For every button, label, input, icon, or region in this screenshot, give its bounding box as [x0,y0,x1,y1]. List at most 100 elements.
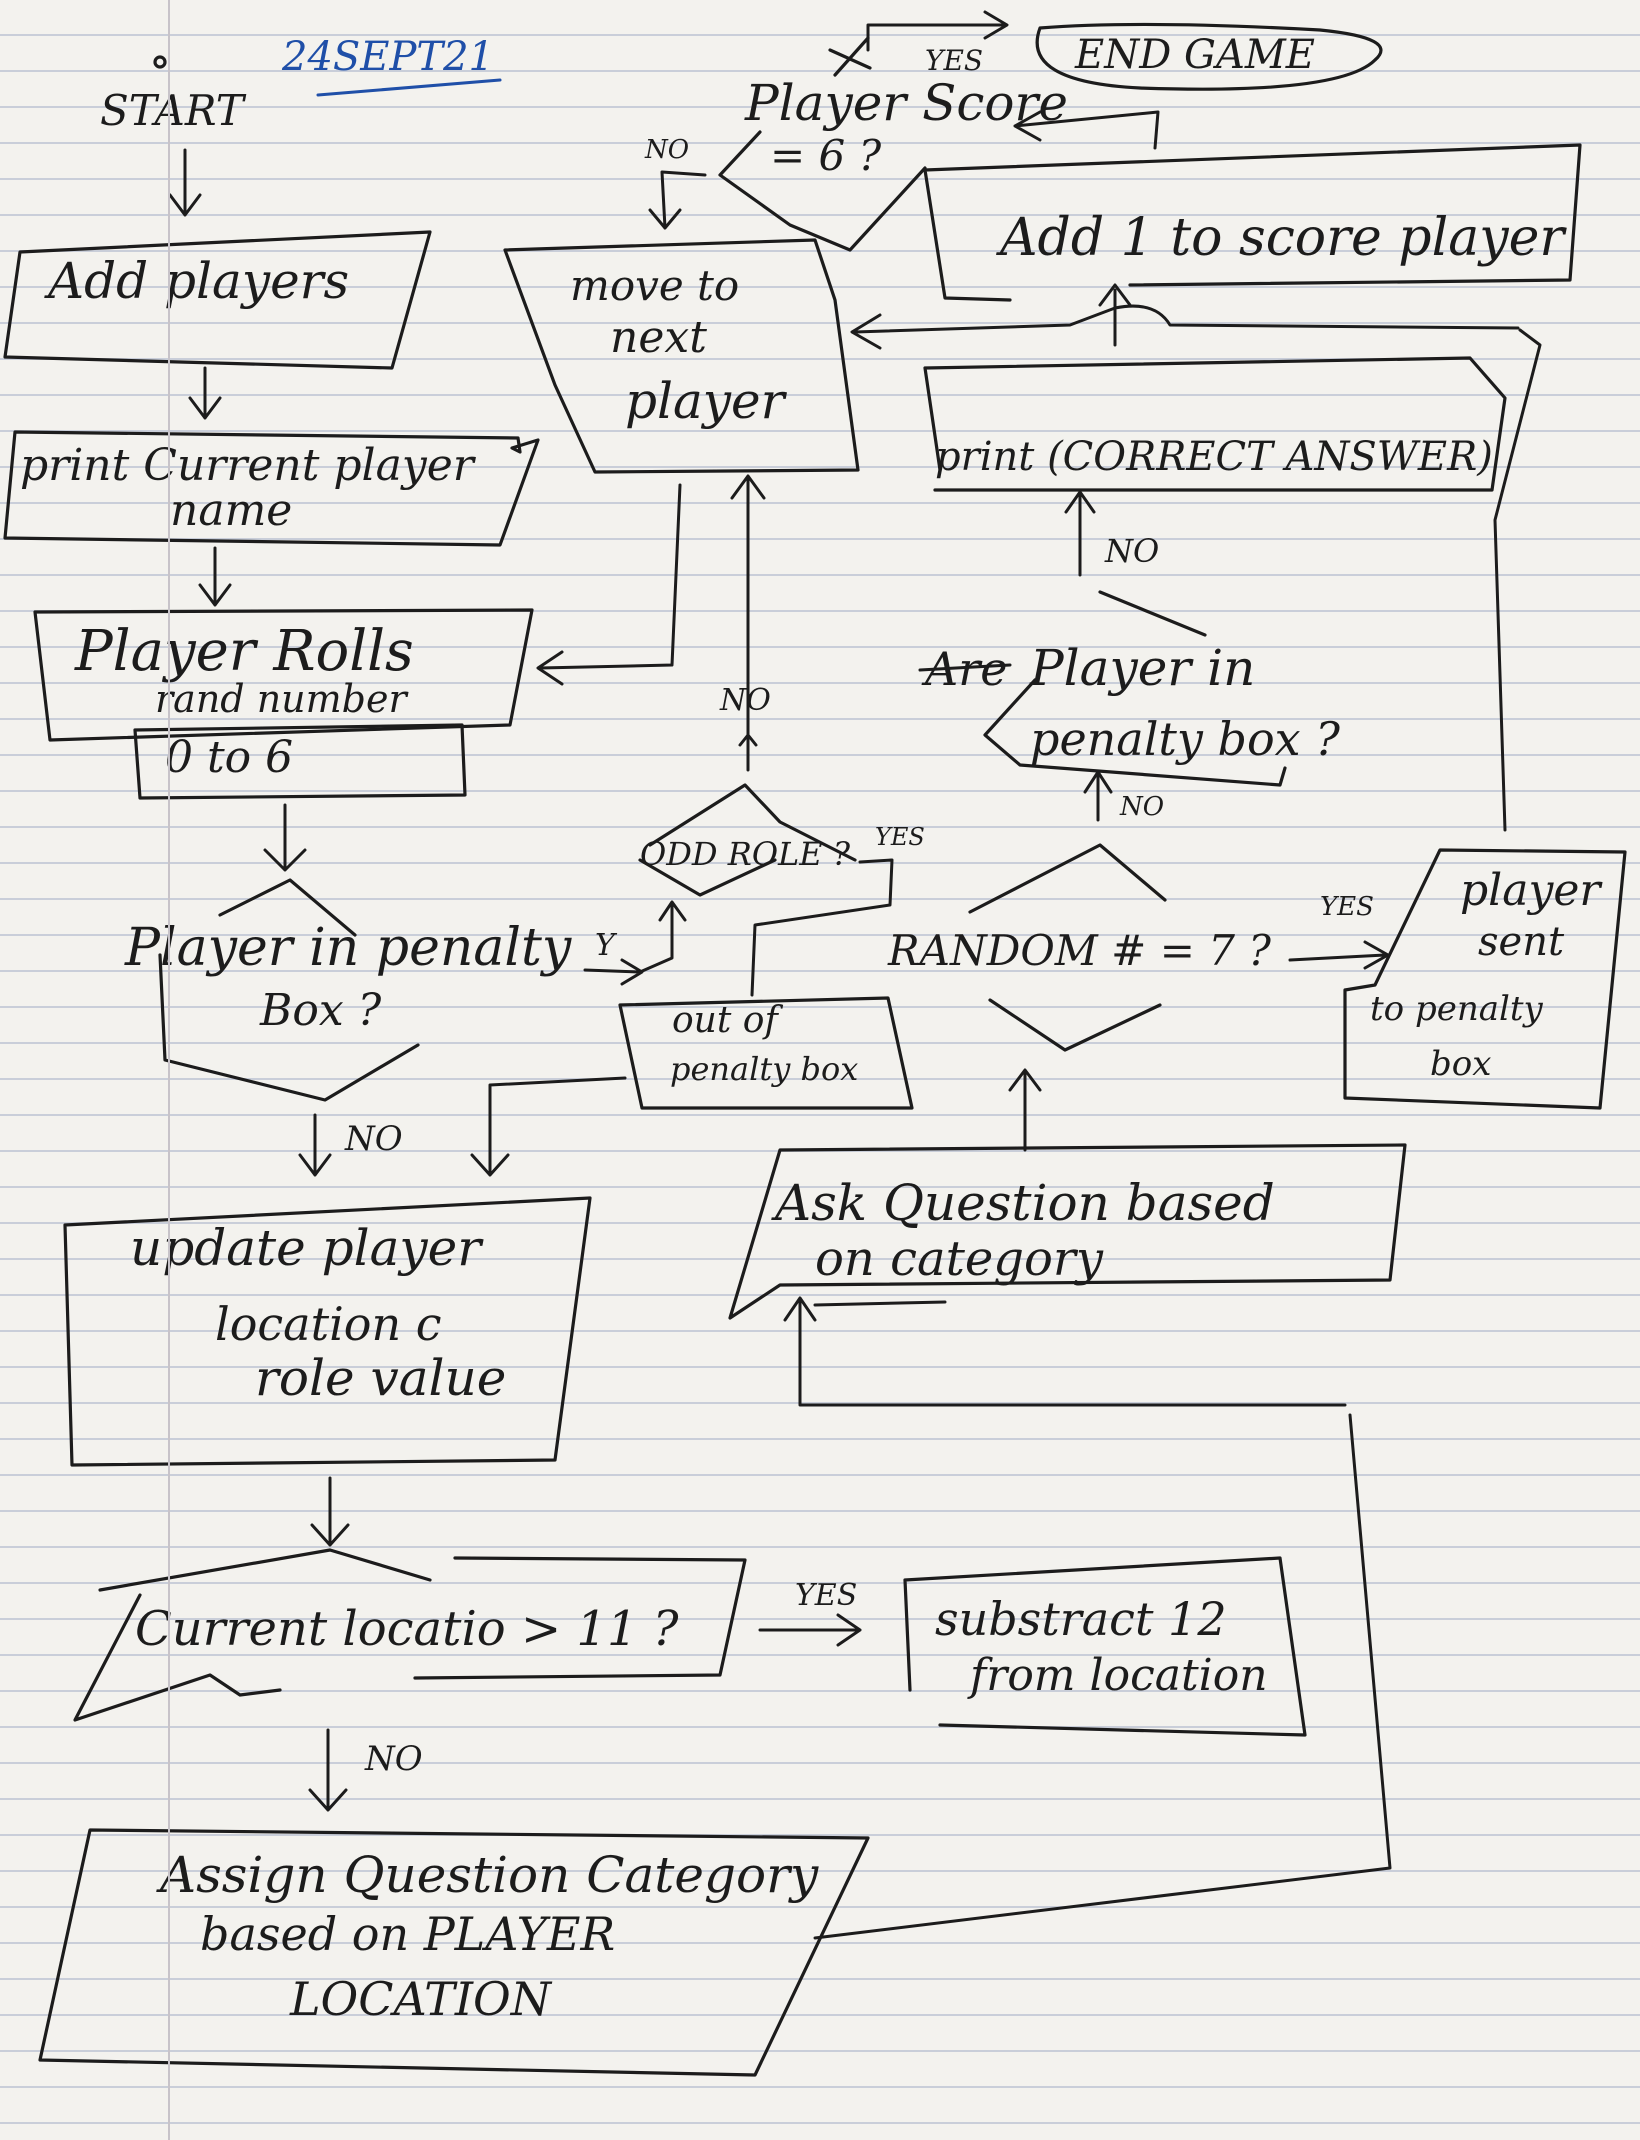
player-sent-penalty-label-4: box [1430,1044,1491,1084]
print-correct-answer-box [923,356,1507,492]
subtract-12-box [903,1556,1307,1737]
edge-label-yes-odd-role: YES [875,823,925,851]
player-in-penalty-label-2: Box ? [259,985,382,1036]
connector-sent-to-move-next [1493,328,1542,832]
arrow-penalty-right-no-to-print [1064,490,1096,577]
print-correct-answer-label: print (CORRECT ANSWER) [935,434,1493,480]
arrow-score-yes-to-end-game [866,10,1009,52]
arrow-random-yes-to-sent [1288,940,1390,970]
assign-category-box [38,1828,870,2077]
arrow-location-yes-to-subtract [758,1613,862,1647]
random-seven-label: RANDOM # = 7 ? [887,926,1271,975]
arrow-odd-role-no-tip [738,733,758,754]
arrow-add-score-to-score-check [1013,110,1160,150]
end-game-oval [1035,22,1383,91]
print-current-player-label-2: name [170,485,292,536]
out-of-penalty-label-2: penalty box [670,1050,858,1088]
player-rolls-label-1: Player Rolls [74,619,414,684]
edge-label-no-score: NO [644,135,689,165]
add-score-label: Add 1 to score player [996,208,1567,268]
ask-question-label-1: Ask Question based [771,1174,1275,1232]
update-location-box [63,1196,592,1467]
player-in-penalty-right-diamond [983,590,1287,787]
subtract-12-label-1: substract 12 [935,1592,1227,1646]
out-of-penalty-label-1: out of [672,1000,783,1041]
roll-range-box [133,723,467,800]
odd-role-label: ODD ROLE ? [640,835,851,873]
add-players-label: Add players [44,252,349,310]
start-dot [153,55,167,69]
connector-assign-to-ask-question [783,1296,1392,1940]
assign-category-label-2: based on PLAYER [200,1907,615,1961]
move-next-player-box [503,238,860,474]
player-score-diamond [718,36,927,252]
ask-question-box [728,1143,1407,1320]
arrow-update-to-location-check [310,1476,350,1547]
player-in-penalty-right-label-2: penalty box ? [1030,712,1340,766]
date-underline [316,78,502,97]
edge-label-yes-random: YES [1320,892,1374,922]
end-game-label: END GAME [1074,32,1315,78]
print-current-player-label-1: print Current player [20,440,477,491]
assign-category-label-1: Assign Question Category [156,1846,819,1904]
current-location-label: Current locatio > 11 ? [135,1601,679,1657]
arrow-odd-role-no-to-move-next [730,474,766,772]
edge-label-no-penalty: NO [344,1119,403,1159]
player-score-label-2: = 6 ? [770,131,882,180]
player-sent-penalty-box [1343,848,1627,1110]
out-of-penalty-box [618,996,914,1110]
ask-question-underline [813,1300,947,1307]
edge-label-yes-location: YES [795,1578,857,1613]
arrow-add-players-to-print [188,366,222,420]
edge-label-no-random: NO [1119,792,1164,822]
arrow-move-next-to-rolls [536,483,682,686]
arrow-start-to-add-players [168,148,202,217]
connector-odd-role-yes-to-out [750,858,894,997]
update-location-label-1: update player [130,1219,484,1277]
edge-label-no-correct: NO [1104,532,1159,570]
arrow-location-no-to-assign [308,1728,348,1812]
player-rolls-label-2: rand number [155,677,409,721]
player-in-penalty-diamond [158,878,420,1102]
player-score-label-1: Player Score [744,74,1068,132]
arrow-out-of-penalty-to-update [470,1076,627,1177]
player-sent-penalty-label-2: sent [1478,919,1565,965]
player-in-penalty-label-1: Player in penalty [124,918,572,978]
arrow-print-to-rolls [198,546,232,607]
player-sent-penalty-label-1: player [1460,865,1603,916]
roll-range-label: 0 to 6 [165,732,293,783]
move-next-player-label-1: move to [570,261,739,310]
arrow-ask-to-random [1008,1068,1042,1152]
random-seven-diamond [968,843,1167,1052]
arrow-random-no-to-penalty-right [1083,770,1113,822]
update-location-label-3: role value [255,1349,506,1407]
edge-label-no-odd-role: NO [719,683,771,718]
print-current-player-box [3,430,540,547]
player-in-penalty-right-label-1: Player in [1029,639,1255,697]
arrow-print-to-add-score [850,283,1520,350]
arrow-penalty-yes-to-odd-role [583,900,687,986]
current-location-diamond [73,1548,747,1722]
arrow-score-no-to-move-next [648,170,707,230]
update-location-label-2: location c [215,1297,442,1351]
player-sent-penalty-label-3: to penalty [1370,989,1544,1029]
ask-question-label-2: on category [815,1231,1104,1287]
subtract-12-label-2: from location [967,1650,1268,1701]
edge-label-no-location: NO [364,1739,423,1779]
edge-label-y-penalty: Y [595,928,618,963]
edge-label-yes-end-game: YES [925,44,983,77]
player-rolls-box [33,608,534,742]
date-label: 24SEPT21 [281,34,494,80]
move-next-player-label-3: player [625,372,788,430]
odd-role-diamond [638,783,857,897]
add-players-box [3,230,432,370]
move-next-player-label-2: next [610,312,707,363]
start-label: START [100,86,247,135]
strike-line [918,663,1012,672]
assign-category-label-3: LOCATION [289,1972,553,2026]
add-score-box [923,143,1582,302]
arrow-rolls-to-decision [263,803,307,872]
arrow-penalty-no-to-update [298,1113,332,1177]
